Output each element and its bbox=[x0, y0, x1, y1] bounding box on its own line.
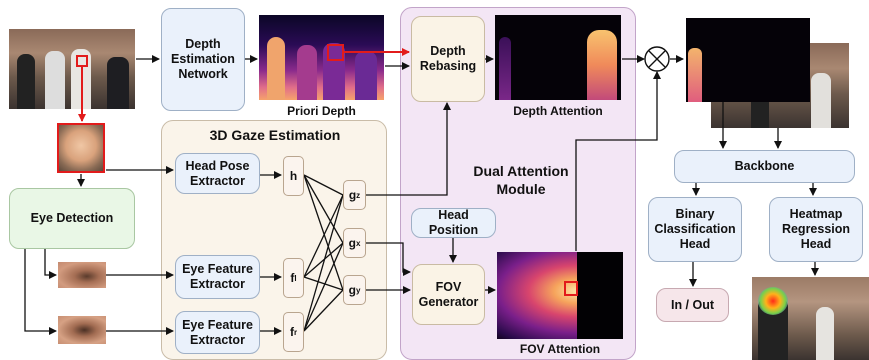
fused-depth-image-front bbox=[686, 18, 810, 102]
fov-attention-caption: FOV Attention bbox=[519, 342, 601, 356]
fov-origin-marker bbox=[564, 281, 578, 296]
heatmap-regression-head: Heatmap Regression Head bbox=[769, 197, 863, 262]
dual-attention-title: Dual Attention Module bbox=[473, 163, 569, 197]
gaze-estimation-title: 3D Gaze Estimation bbox=[209, 127, 341, 143]
eye-detection-block: Eye Detection bbox=[9, 188, 135, 249]
depth-attention-caption: Depth Attention bbox=[513, 104, 603, 118]
fov-attention-image bbox=[497, 252, 623, 339]
depth-estimation-network: Depth Estimation Network bbox=[161, 8, 245, 111]
depth-rebasing-block: Depth Rebasing bbox=[411, 16, 485, 102]
priori-depth-caption: Priori Depth bbox=[287, 104, 356, 118]
backbone-block: Backbone bbox=[674, 150, 855, 183]
output-heatmap-image bbox=[752, 277, 869, 360]
left-eye-image bbox=[58, 262, 106, 288]
depth-attention-image bbox=[495, 15, 621, 100]
head-pose-extractor: Head Pose Extractor bbox=[175, 153, 260, 194]
face-crop-marker bbox=[76, 55, 88, 67]
face-crop-image bbox=[57, 123, 105, 173]
eye-feature-extractor-right: Eye Feature Extractor bbox=[175, 311, 260, 354]
fov-generator-block: FOV Generator bbox=[412, 264, 485, 325]
head-feature-h: h bbox=[283, 156, 304, 196]
eye-feature-extractor-left: Eye Feature Extractor bbox=[175, 255, 260, 299]
binary-classification-head: Binary Classification Head bbox=[648, 197, 742, 262]
in-out-output: In / Out bbox=[656, 288, 729, 322]
priori-depth-image bbox=[259, 15, 384, 100]
depth-crop-marker bbox=[327, 44, 344, 61]
head-position-block: Head Position bbox=[411, 208, 496, 238]
right-eye-image bbox=[58, 316, 106, 344]
